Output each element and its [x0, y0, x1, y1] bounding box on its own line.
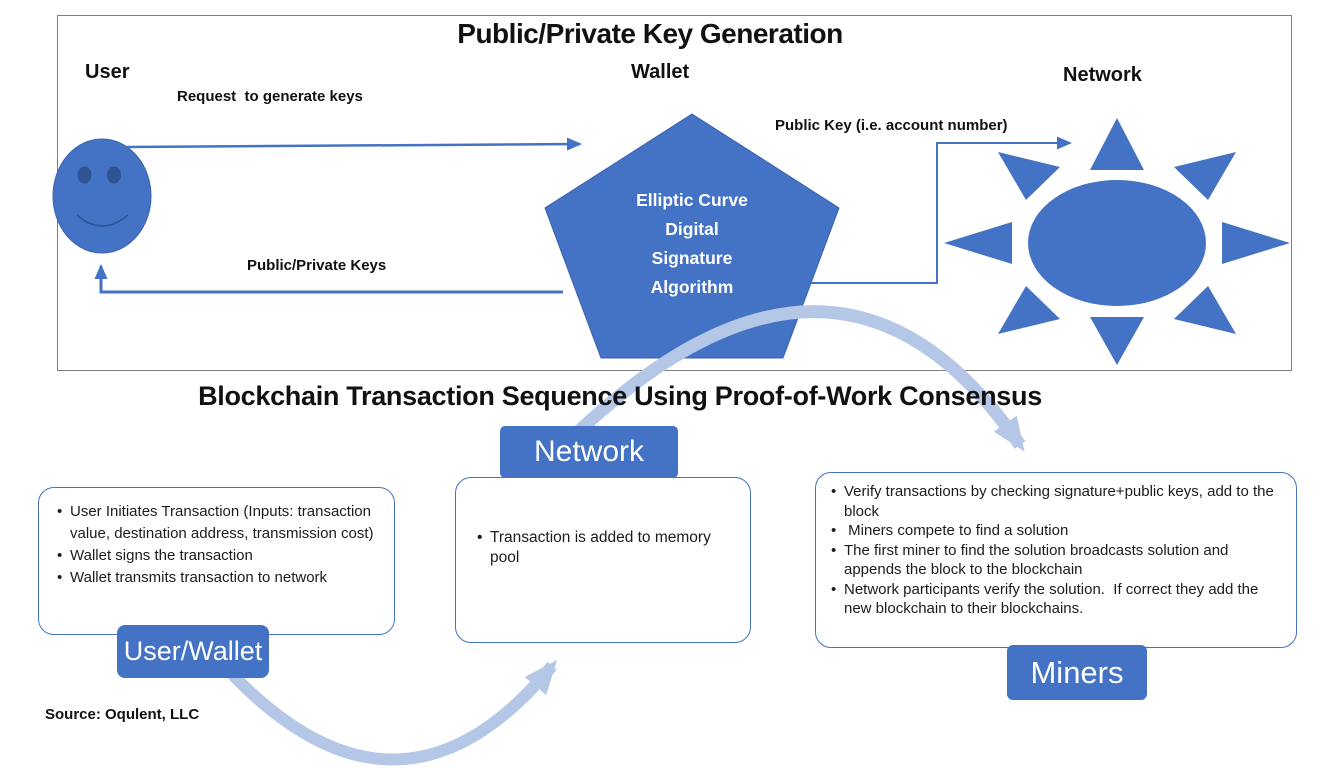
wallet-label: Wallet	[631, 61, 690, 83]
user-wallet-tag-label: User/Wallet	[123, 636, 263, 666]
pentagon-line: Digital	[665, 219, 719, 239]
network-box: Transaction is added to memory pool	[455, 477, 751, 643]
bullet-item: Miners compete to find a solution	[830, 521, 1286, 541]
request-arrow-label: Request to generate keys	[177, 88, 363, 105]
user-wallet-tag: User/Wallet	[117, 625, 269, 678]
bullet-item: Transaction is added to memory pool	[476, 528, 736, 568]
network-label: Network	[1063, 64, 1142, 86]
bullet-item: Network participants verify the solution…	[830, 580, 1286, 619]
user-label: User	[85, 61, 130, 83]
return-arrow-label: Public/Private Keys	[247, 257, 387, 274]
user-wallet-box: User Initiates Transaction (Inputs: tran…	[38, 487, 395, 635]
public-key-arrow-label: Public Key (i.e. account number)	[775, 117, 1008, 134]
pentagon-line: Signature	[651, 248, 733, 268]
sequence-heading: Blockchain Transaction Sequence Using Pr…	[198, 381, 1042, 411]
bullet-item: The first miner to find the solution bro…	[830, 541, 1286, 580]
bullet-item: Verify transactions by checking signatur…	[830, 482, 1286, 521]
miners-tag: Miners	[1007, 645, 1147, 700]
network-tag-label: Network	[533, 435, 645, 468]
source-attribution: Source: Oqulent, LLC	[45, 706, 200, 723]
miners-tag-label: Miners	[1030, 654, 1124, 690]
pentagon-line: Elliptic Curve	[636, 190, 748, 210]
key-generation-title: Public/Private Key Generation	[457, 18, 843, 49]
arc-arrow-userwallet-to-network	[225, 659, 558, 766]
bullet-item: User Initiates Transaction (Inputs: tran…	[56, 501, 380, 545]
miners-bullets: Verify transactions by checking signatur…	[830, 482, 1286, 619]
network-tag: Network	[500, 426, 678, 478]
miners-box: Verify transactions by checking signatur…	[815, 472, 1297, 648]
user-wallet-bullets: User Initiates Transaction (Inputs: tran…	[56, 501, 380, 589]
pentagon-line: Algorithm	[650, 277, 734, 297]
pentagon-algorithm-text: Elliptic Curve Digital Signature Algorit…	[592, 186, 792, 302]
network-bullets: Transaction is added to memory pool	[476, 528, 736, 568]
bullet-item: Wallet transmits transaction to network	[56, 567, 380, 589]
bullet-item: Wallet signs the transaction	[56, 545, 380, 567]
